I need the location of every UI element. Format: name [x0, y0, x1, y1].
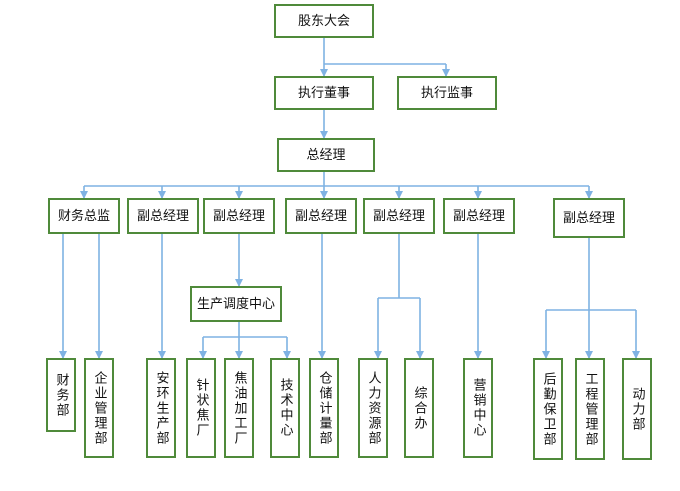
node-shareholders-meeting: 股东大会 [274, 4, 374, 38]
node-vice-gm-3: 副总经理 [285, 198, 357, 234]
node-executive-supervisor: 执行监事 [397, 76, 497, 110]
node-executive-director: 执行董事 [274, 76, 374, 110]
node-vice-gm-1: 副总经理 [127, 198, 199, 234]
node-logistics-security-dept: 后勤保卫部 [533, 358, 563, 460]
node-needle-coke-plant: 针状焦厂 [186, 358, 216, 458]
node-general-office: 综合办 [404, 358, 434, 458]
node-storage-metering-dept-label: 仓储计量部 [316, 370, 332, 446]
node-enterprise-mgmt-dept: 企业管理部 [84, 358, 114, 458]
node-engineering-mgmt-dept-label: 工程管理部 [582, 371, 598, 447]
node-finance-dept: 财务部 [46, 358, 76, 432]
node-vice-gm-6: 副总经理 [553, 198, 625, 238]
node-general-office-label: 综合办 [411, 385, 427, 431]
node-vice-gm-5: 副总经理 [443, 198, 515, 234]
node-safety-env-production-dept: 安环生产部 [146, 358, 176, 458]
node-finance-dept-label: 财务部 [53, 372, 69, 418]
node-human-resources-dept-label: 人力资源部 [365, 370, 381, 446]
node-technology-center-label: 技术中心 [277, 378, 293, 438]
node-enterprise-mgmt-dept-label: 企业管理部 [91, 370, 107, 446]
node-safety-env-production-dept-label: 安环生产部 [153, 370, 169, 446]
node-vice-gm-2: 副总经理 [203, 198, 275, 234]
node-human-resources-dept: 人力资源部 [358, 358, 388, 458]
node-storage-metering-dept: 仓储计量部 [309, 358, 339, 458]
node-cfo: 财务总监 [48, 198, 120, 234]
node-engineering-mgmt-dept: 工程管理部 [575, 358, 605, 460]
node-vice-gm-4: 副总经理 [363, 198, 435, 234]
node-production-dispatch-center: 生产调度中心 [190, 286, 282, 322]
node-logistics-security-dept-label: 后勤保卫部 [540, 371, 556, 447]
node-tar-processing-plant: 焦油加工厂 [224, 358, 254, 458]
node-general-manager: 总经理 [277, 138, 375, 172]
node-marketing-center-label: 营销中心 [470, 378, 486, 438]
node-marketing-center: 营销中心 [463, 358, 493, 458]
node-technology-center: 技术中心 [270, 358, 300, 458]
node-power-dept-label: 动力部 [629, 386, 645, 432]
node-power-dept: 动力部 [622, 358, 652, 460]
node-needle-coke-plant-label: 针状焦厂 [193, 378, 209, 438]
node-tar-processing-plant-label: 焦油加工厂 [231, 370, 247, 446]
